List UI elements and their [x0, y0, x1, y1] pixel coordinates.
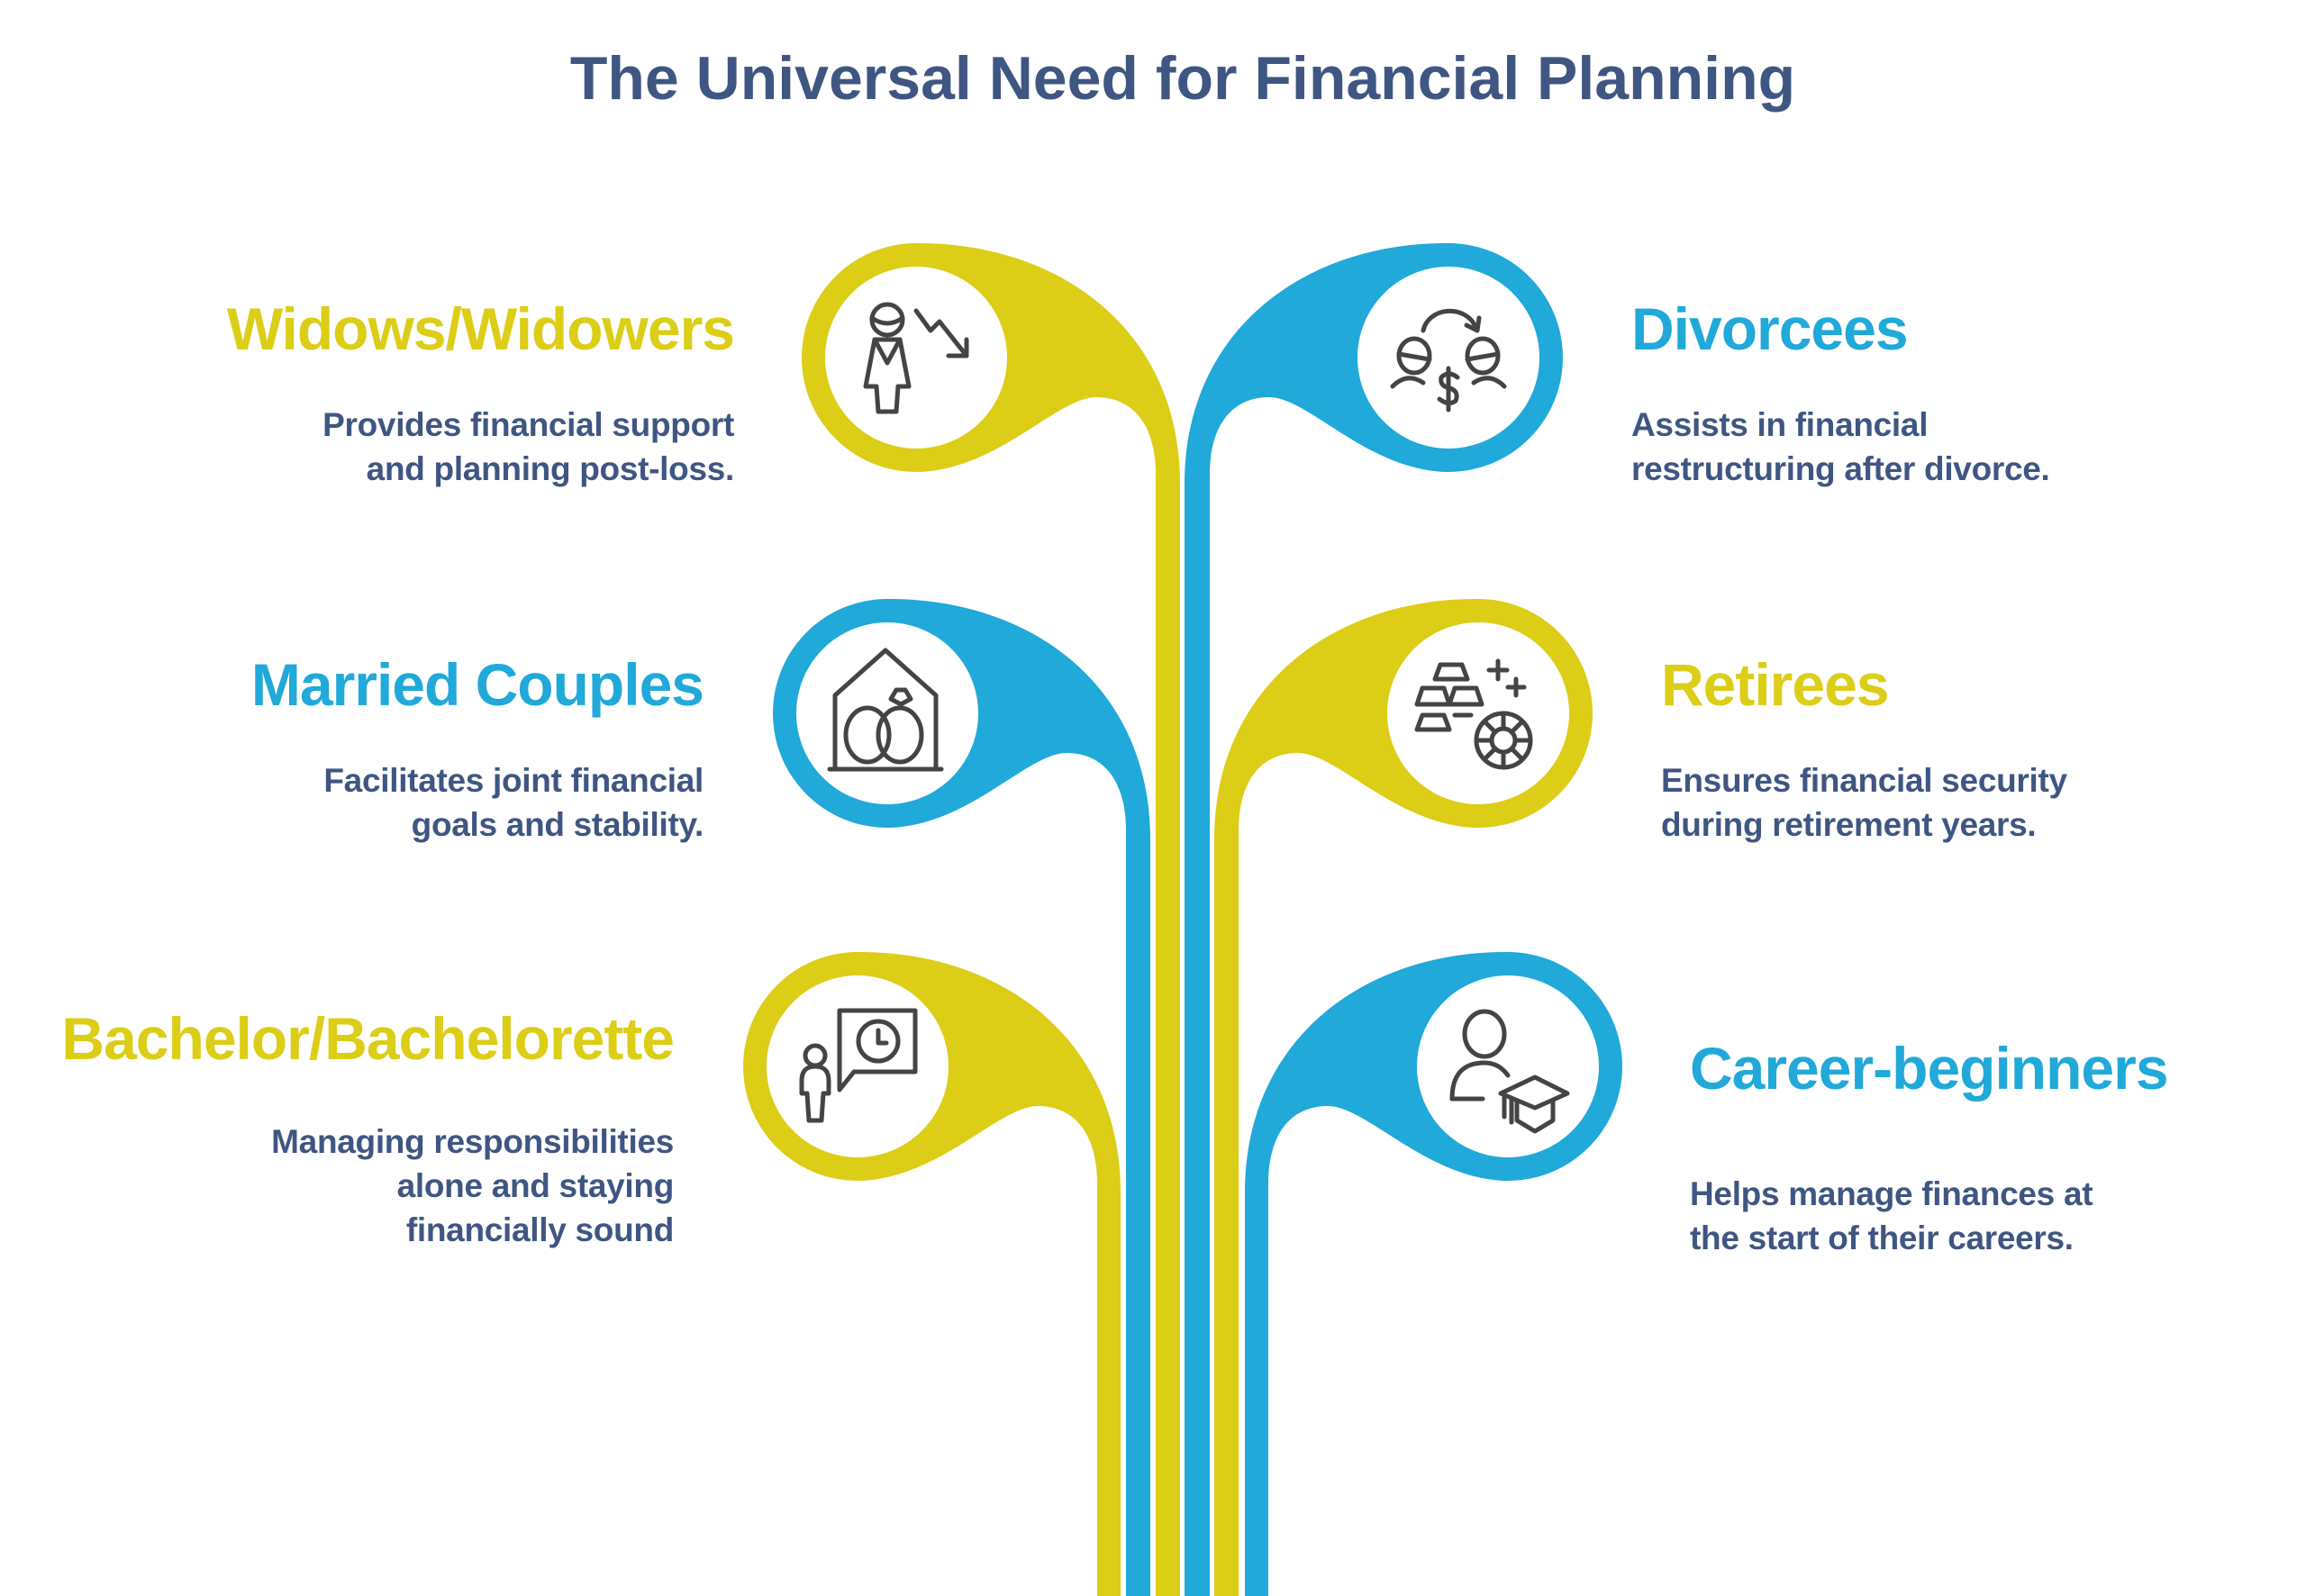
graduate-person-icon [1449, 1009, 1570, 1134]
person-clock-bubble-icon [799, 1008, 918, 1123]
group-widows: Widows/Widowers Provides financial suppo… [227, 295, 969, 487]
house-wedding-rings-icon [827, 648, 944, 772]
group-desc-line: Ensures financial security [1661, 762, 2068, 799]
group-title: Divorcees [1631, 295, 1908, 362]
group-desc-line: Helps manage finances at [1690, 1175, 2093, 1212]
bulb-icon-background [1387, 622, 1569, 804]
group-desc-line: goals and stability. [412, 806, 704, 843]
bulb-icon-background [1357, 267, 1539, 449]
divorce-money-split-icon [1390, 308, 1507, 413]
group-desc-line: and planning post-loss. [367, 450, 734, 487]
group-desc-line: Assists in financial [1631, 406, 1928, 443]
group-desc-line: Provides financial support [322, 406, 734, 443]
group-desc-line: during retirement years. [1661, 806, 2036, 843]
group-desc-line: Facilitates joint financial [323, 762, 704, 799]
group-desc-line: restructuring after divorce. [1631, 450, 2050, 487]
widow-declining-chart-icon [863, 302, 969, 414]
bulb-icon-background [1417, 975, 1599, 1157]
group-divorcees: Divorcees Assists in financial restructu… [1390, 295, 2050, 487]
stems-group [743, 242, 1622, 1596]
group-title: Widows/Widowers [227, 295, 734, 362]
group-career-beginners: Career-beginners Helps manage finances a… [1449, 1009, 2169, 1256]
group-title: Career-beginners [1690, 1035, 2168, 1102]
group-title: Bachelor/Bachelorette [61, 1005, 674, 1072]
bulb-icon-background [767, 975, 949, 1157]
group-title: Retirees [1661, 651, 1889, 718]
group-desc-line: Managing responsibilities [271, 1123, 674, 1160]
group-bachelor: Bachelor/Bachelorette Managing responsib… [61, 1005, 918, 1248]
group-desc-line: financially sound [406, 1211, 674, 1248]
group-retirees: Retirees Ensures financial security duri… [1414, 651, 2068, 843]
group-married-couples: Married Couples Facilitates joint financ… [251, 648, 944, 843]
page-title: The Universal Need for Financial Plannin… [570, 44, 1795, 113]
gold-bars-coin-icon [1414, 658, 1533, 770]
group-title: Married Couples [251, 651, 704, 718]
bulb-icon-background [825, 267, 1007, 449]
group-desc-line: the start of their careers. [1690, 1220, 2074, 1256]
group-desc-line: alone and staying [397, 1167, 674, 1204]
